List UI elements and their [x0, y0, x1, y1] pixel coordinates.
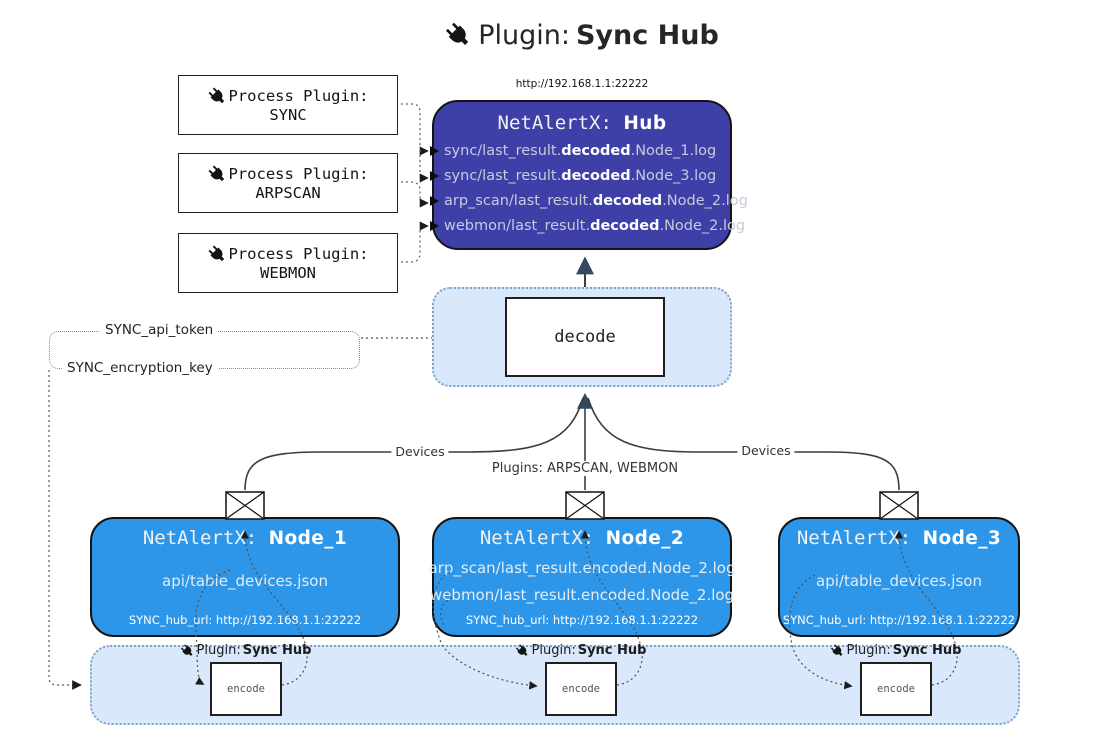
process-plugin-name: ARPSCAN	[255, 183, 321, 202]
plug-icon	[515, 643, 528, 656]
hub-title-prefix: NetAlertX:	[497, 112, 612, 134]
node-title: NetAlertX: Node_3	[796, 527, 1002, 549]
node-file-label: api/table_devices.json	[162, 572, 328, 590]
node-1: NetAlertX: Node_1 api/table_devices.json…	[90, 517, 400, 637]
node-hub-url: SYNC_hub_url: http://192.168.1.1:22222	[782, 613, 1016, 627]
encoder-label: Plugin:Sync Hub	[180, 643, 311, 658]
arrowhead-icon	[430, 146, 439, 156]
plug-icon	[180, 643, 193, 656]
process-plugin-label: Process Plugin:	[228, 245, 369, 263]
edge-label-devices-left: Devices	[391, 444, 449, 459]
node-file-label: arp_scan/last_result.encoded.Node_2.log	[428, 558, 736, 577]
encode-box-1: encode	[210, 662, 282, 716]
hub-node: NetAlertX: Hub sync/last_result.decoded.…	[430, 100, 748, 250]
envelope-icon	[565, 491, 605, 520]
plugin-to-hub-connectors	[396, 103, 429, 263]
node-title: NetAlertX: Node_2	[479, 527, 685, 549]
keys-to-encoder-bar-arrow	[48, 370, 82, 690]
plug-icon	[208, 165, 224, 181]
hub-title-name: Hub	[623, 113, 667, 134]
node-file-label: api/table_devices.json	[816, 572, 982, 590]
hub-log-row: webmon/last_result.decoded.Node_2.log	[430, 215, 745, 237]
process-plugin-webmon: Process Plugin: WEBMON	[178, 233, 398, 293]
page-title-prefix: Plugin:	[478, 20, 570, 51]
page-title-name: Sync Hub	[575, 20, 719, 51]
node-2: NetAlertX: Node_2 arp_scan/last_result.e…	[429, 517, 736, 637]
process-plugin-label: Process Plugin:	[228, 165, 369, 183]
arrowhead-icon	[430, 221, 439, 231]
hub-title: NetAlertX: Hub	[434, 112, 730, 134]
process-plugin-name: WEBMON	[260, 263, 316, 282]
hub-url-label: http://192.168.1.1:22222	[515, 78, 649, 90]
hub-log-row: arp_scan/last_result.decoded.Node_2.log	[430, 190, 748, 212]
node-hub-url: SYNC_hub_url: http://192.168.1.1:22222	[128, 613, 362, 627]
hub-log-row: sync/last_result.decoded.Node_3.log	[430, 165, 730, 187]
plug-icon	[830, 643, 843, 656]
encoder-label: Plugin:Sync Hub	[515, 643, 646, 658]
encoder-label: Plugin:Sync Hub	[830, 643, 961, 658]
hub-log-row: sync/last_result.decoded.Node_1.log	[430, 140, 730, 162]
encode-box-3: encode	[860, 662, 932, 716]
edge-label-devices-right: Devices	[737, 443, 795, 458]
sync-api-token-label: SYNC_api_token	[100, 322, 219, 338]
arrowhead-icon	[430, 171, 439, 181]
node-title: NetAlertX: Node_1	[142, 527, 348, 549]
arrowhead-icon	[430, 196, 439, 206]
hub-log-list: sync/last_result.decoded.Node_1.log sync…	[430, 140, 748, 237]
decode-box: decode	[505, 297, 665, 377]
sync-encryption-key-label: SYNC_encryption_key	[62, 360, 218, 376]
process-plugin-arpscan: Process Plugin: ARPSCAN	[178, 153, 398, 213]
process-plugin-label: Process Plugin:	[228, 87, 369, 105]
envelope-icon	[879, 491, 919, 520]
node-file-label: webmon/last_result.encoded.Node_2.log	[429, 585, 735, 604]
plug-icon	[208, 245, 224, 261]
plug-icon	[208, 87, 224, 103]
plug-icon	[445, 22, 469, 46]
envelope-icon	[225, 491, 265, 520]
process-plugin-sync: Process Plugin: SYNC	[178, 75, 398, 135]
node-hub-url: SYNC_hub_url: http://192.168.1.1:22222	[465, 613, 699, 627]
envelope-icons	[225, 491, 919, 520]
page-title: Plugin: Sync Hub	[445, 20, 719, 51]
process-plugin-name: SYNC	[269, 105, 307, 124]
encode-box-2: encode	[545, 662, 617, 716]
node-3: NetAlertX: Node_3 api/table_devices.json…	[778, 517, 1020, 637]
edge-label-plugins-center: Plugins: ARPSCAN, WEBMON	[487, 461, 683, 476]
